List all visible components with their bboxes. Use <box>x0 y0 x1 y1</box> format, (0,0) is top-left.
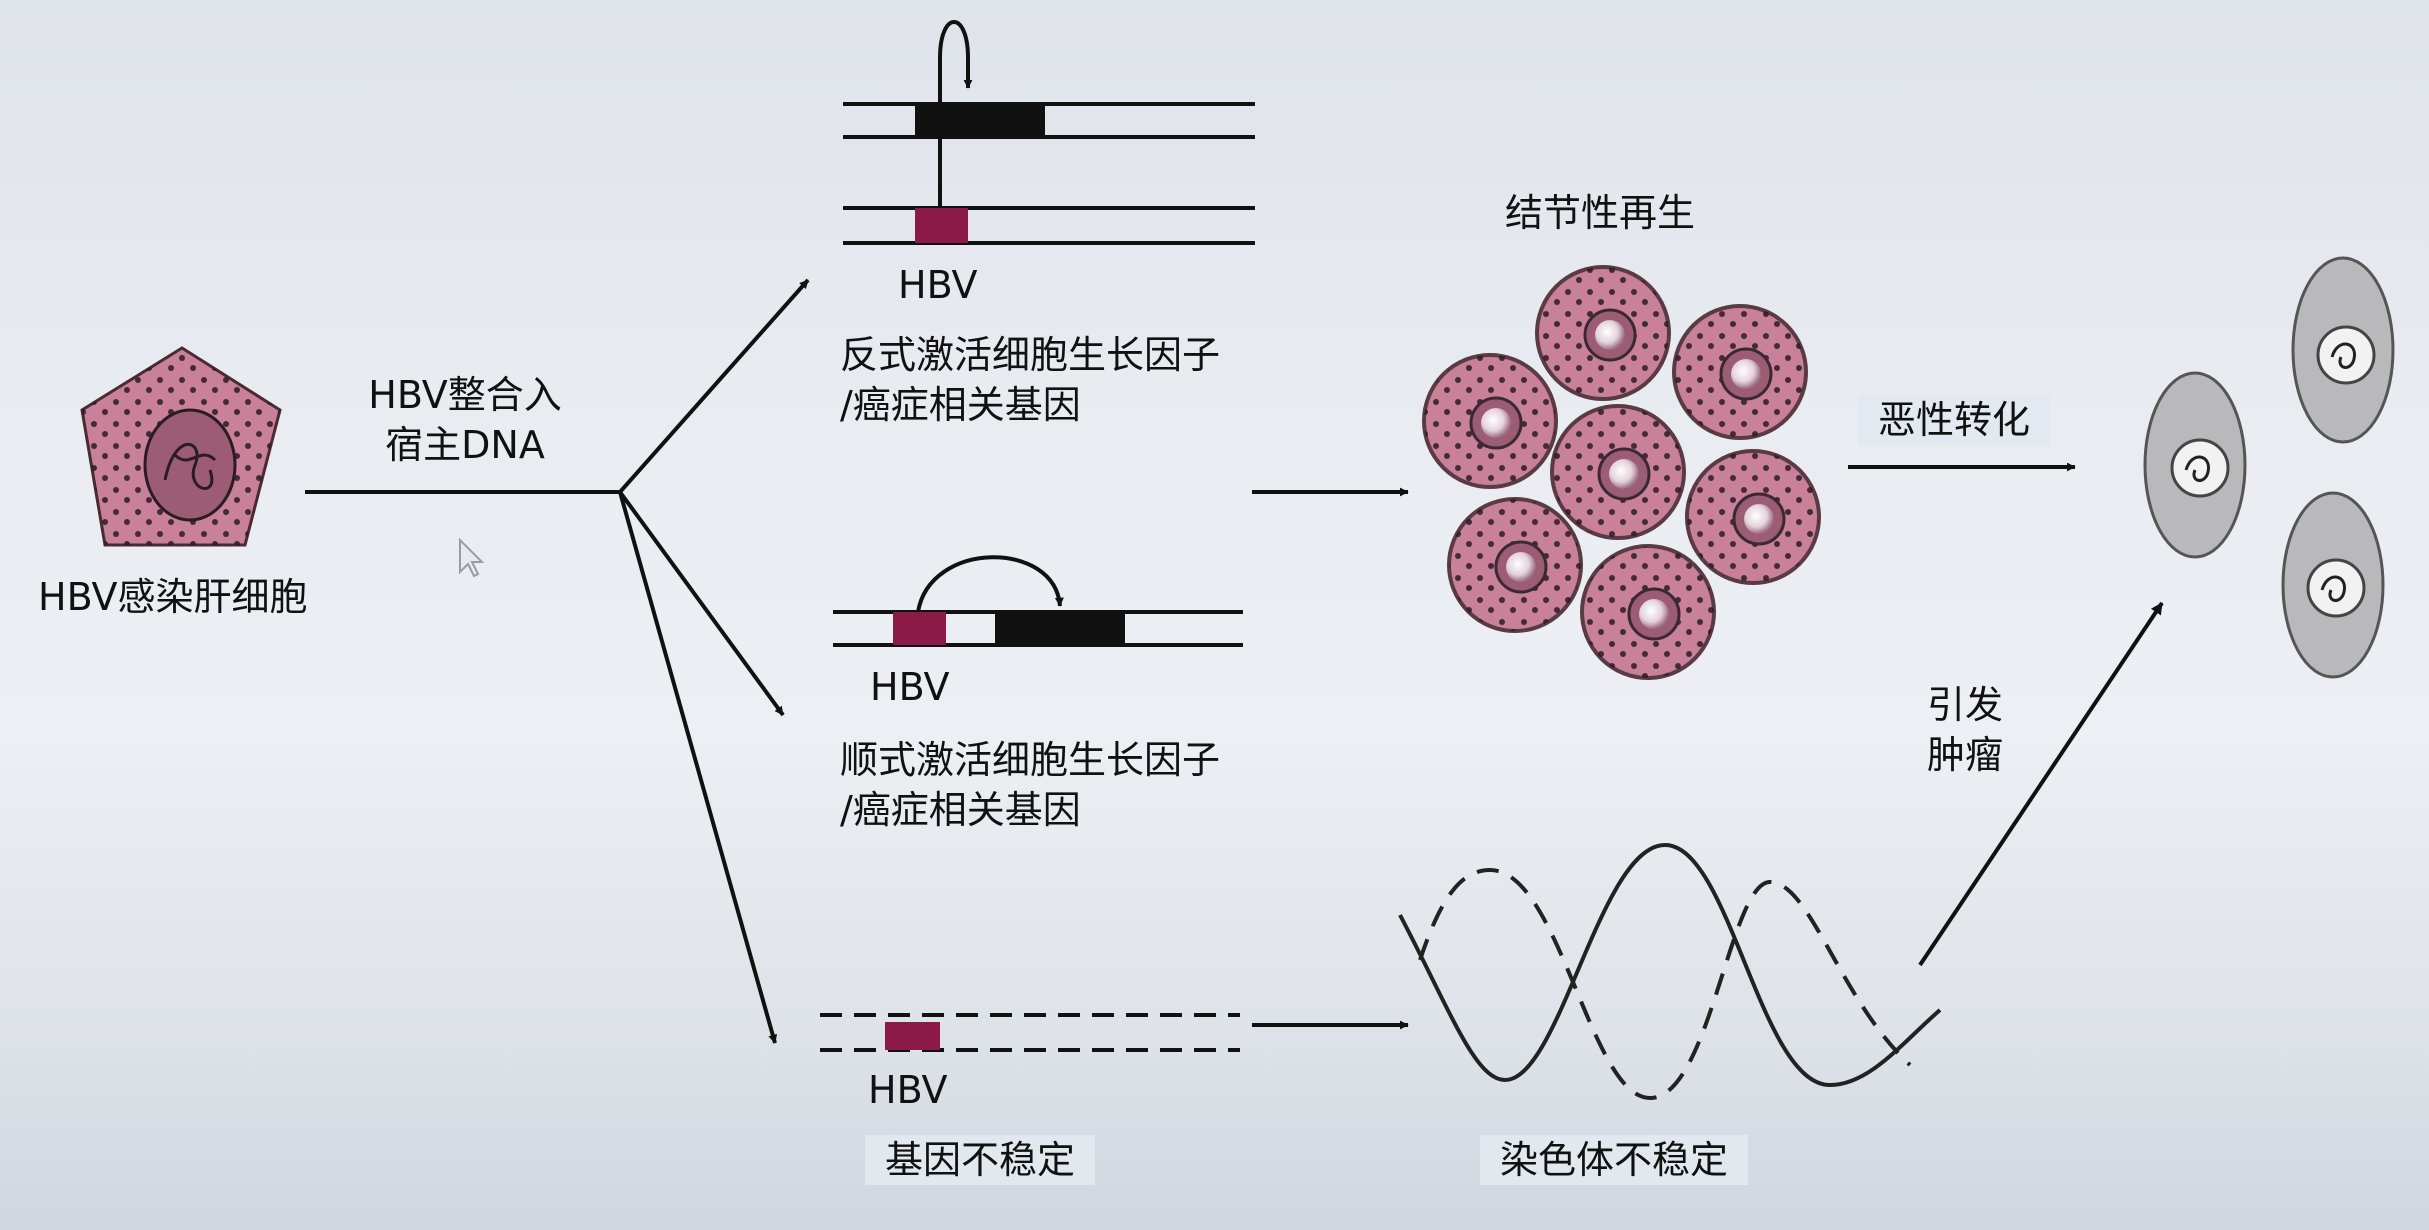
malignant-transformation-label: 恶性转化 <box>1858 395 2051 445</box>
trans-hbv-label: HBV <box>898 263 978 307</box>
tumor-cells <box>2143 256 2395 679</box>
integration-label: HBV整合入 宿主DNA <box>360 370 570 470</box>
hepatocyte-icon <box>80 346 282 547</box>
integration-label-line1: HBV整合入 <box>368 373 562 417</box>
gene-instability-label: 基因不稳定 <box>865 1135 1096 1185</box>
tumor-cell <box>2281 491 2385 679</box>
tumor-induction-label: 引发 肿瘤 <box>1905 680 2025 780</box>
nodular-regeneration-label: 结节性再生 <box>1505 191 1696 235</box>
arrow-to-instability <box>618 491 778 1044</box>
nodule-cell <box>1550 404 1686 540</box>
chromosome-instability-label: 染色体不稳定 <box>1480 1135 1749 1185</box>
nodule-cell <box>1685 449 1821 585</box>
chromosome-waves <box>1398 842 1942 1101</box>
cis-description: 顺式激活细胞生长因子 /癌症相关基因 <box>840 735 1220 835</box>
tumor-cell <box>2291 256 2395 444</box>
tumor-cell <box>2143 371 2247 559</box>
arrow-to-cis <box>618 490 785 717</box>
trans-description-line1: 反式激活细胞生长因子 <box>840 333 1221 377</box>
instability-dna-diagram <box>820 1013 1240 1052</box>
cis-dna-diagram <box>833 555 1243 647</box>
tumor-induction-line2: 肿瘤 <box>1926 733 2003 777</box>
cursor-icon <box>459 537 485 578</box>
nodule-cell <box>1580 544 1716 680</box>
nodule-cell <box>1535 265 1671 401</box>
arrow-to-tumor <box>1918 601 2164 967</box>
instability-hbv-label: HBV <box>868 1068 948 1112</box>
trans-description: 反式激活细胞生长因子 /癌症相关基因 <box>840 330 1220 430</box>
hepatocyte-label: HBV感染肝细胞 <box>38 575 308 619</box>
nodule-cell <box>1672 304 1808 440</box>
tumor-induction-line1: 引发 <box>1926 683 2003 727</box>
integration-label-line2: 宿主DNA <box>385 423 545 467</box>
cis-description-line2: /癌症相关基因 <box>840 788 1081 832</box>
cis-description-line1: 顺式激活细胞生长因子 <box>840 738 1221 782</box>
trans-description-line2: /癌症相关基因 <box>840 383 1081 427</box>
arrow-to-trans <box>618 278 810 494</box>
nodular-cells-cluster <box>1422 265 1821 680</box>
nodule-cell <box>1447 497 1583 633</box>
trans-dna-diagram <box>843 20 1255 245</box>
nodule-cell <box>1422 353 1558 489</box>
cis-hbv-label: HBV <box>870 665 950 709</box>
